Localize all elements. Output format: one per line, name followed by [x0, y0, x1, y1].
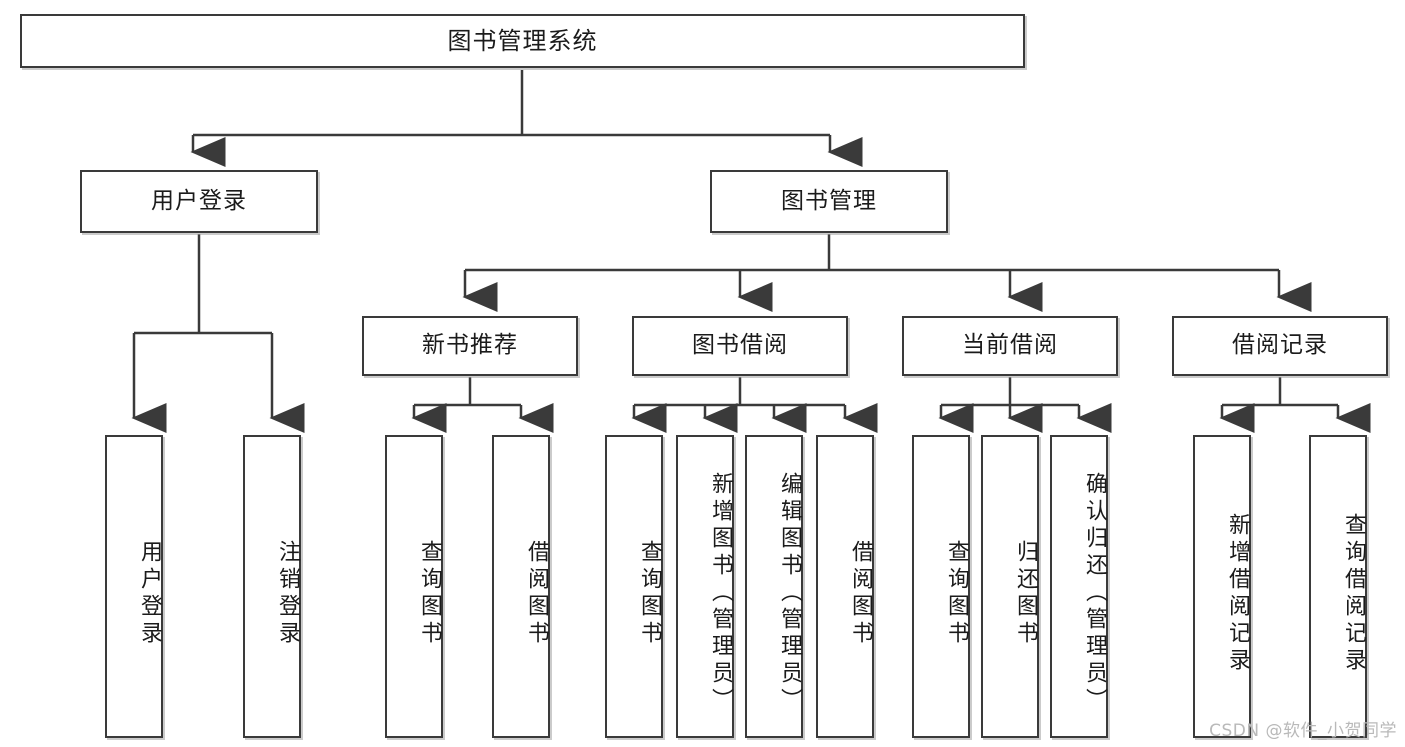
leaf-query-book-borrow[interactable]: 查询图书 — [605, 435, 663, 738]
leaf-confirm-return-admin[interactable]: 确认归还（管理员） — [1050, 435, 1108, 738]
node-borrow-record[interactable]: 借阅记录 — [1172, 316, 1388, 376]
node-label: 图书管理系统 — [447, 26, 598, 55]
watermark: CSDN @软件_小贺同学 — [1209, 721, 1397, 741]
node-label: 归还图书 — [1013, 539, 1038, 648]
leaf-add-book-admin[interactable]: 新增图书（管理员） — [676, 435, 734, 738]
node-label: 查询图书 — [637, 539, 662, 648]
node-label: 确认归还（管理员） — [1082, 472, 1107, 715]
node-label: 编辑图书（管理员） — [777, 472, 802, 715]
node-label: 用户登录 — [137, 539, 162, 648]
node-label: 图书管理 — [781, 187, 877, 214]
node-label: 借阅图书 — [524, 539, 549, 648]
leaf-logout[interactable]: 注销登录 — [243, 435, 301, 738]
node-book-management[interactable]: 图书管理 — [710, 170, 948, 233]
node-label: 查询借阅记录 — [1341, 512, 1366, 675]
node-label: 用户登录 — [151, 187, 247, 214]
leaf-query-borrow-record[interactable]: 查询借阅记录 — [1309, 435, 1367, 738]
node-label: 图书借阅 — [692, 332, 788, 359]
node-root-book-management-system[interactable]: 图书管理系统 — [20, 14, 1025, 68]
leaf-borrow-book[interactable]: 借阅图书 — [816, 435, 874, 738]
node-label: 当前借阅 — [962, 332, 1058, 359]
node-label: 新书推荐 — [422, 332, 518, 359]
leaf-query-book-recommend[interactable]: 查询图书 — [385, 435, 443, 738]
leaf-return-book[interactable]: 归还图书 — [981, 435, 1039, 738]
leaf-add-borrow-record[interactable]: 新增借阅记录 — [1193, 435, 1251, 738]
node-label: 借阅记录 — [1232, 332, 1328, 359]
node-label: 新增借阅记录 — [1225, 512, 1250, 675]
node-current-borrow[interactable]: 当前借阅 — [902, 316, 1118, 376]
leaf-edit-book-admin[interactable]: 编辑图书（管理员） — [745, 435, 803, 738]
node-label: 借阅图书 — [848, 539, 873, 648]
leaf-query-book-current[interactable]: 查询图书 — [912, 435, 970, 738]
node-label: 查询图书 — [944, 539, 969, 648]
node-label: 新增图书（管理员） — [708, 472, 733, 715]
node-new-book-recommend[interactable]: 新书推荐 — [362, 316, 578, 376]
node-label: 查询图书 — [417, 539, 442, 648]
leaf-borrow-book-recommend[interactable]: 借阅图书 — [492, 435, 550, 738]
node-book-borrow[interactable]: 图书借阅 — [632, 316, 848, 376]
node-label: 注销登录 — [275, 539, 300, 648]
leaf-user-login[interactable]: 用户登录 — [105, 435, 163, 738]
node-user-login[interactable]: 用户登录 — [80, 170, 318, 233]
